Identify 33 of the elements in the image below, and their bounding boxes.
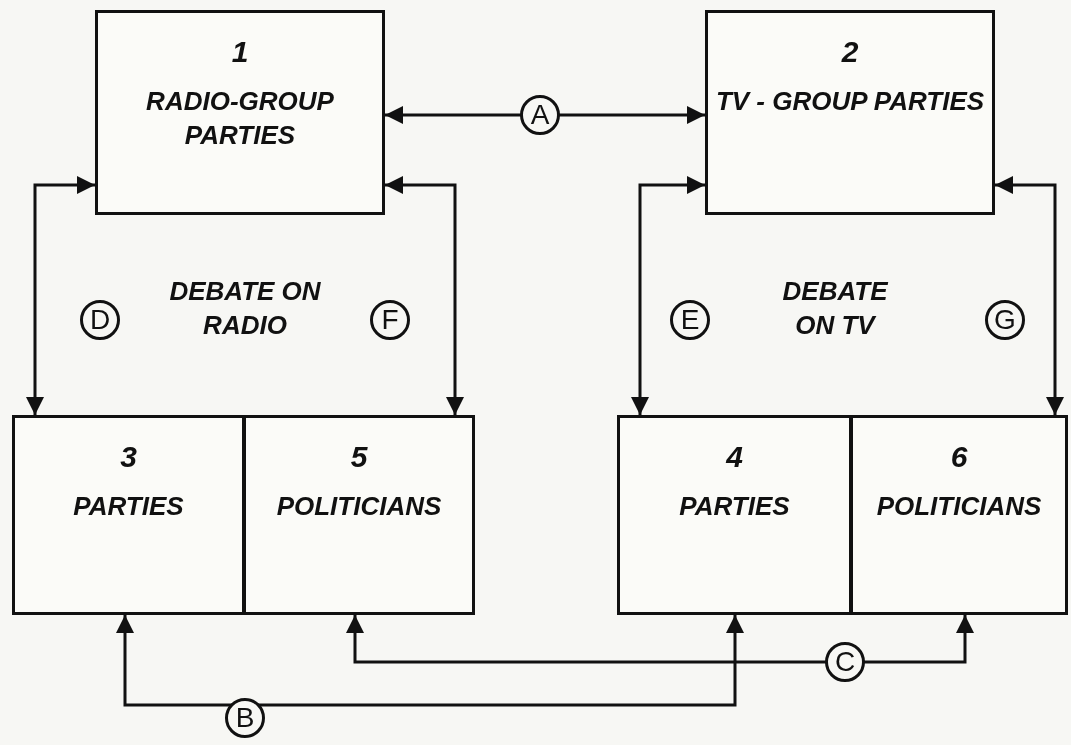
process-box [617, 415, 852, 615]
edge-label: E [670, 300, 710, 340]
edge-label: F [370, 300, 410, 340]
double-arrow [26, 176, 95, 415]
double-arrow [995, 176, 1064, 415]
box-number: 1 [231, 35, 249, 69]
box-label: PARTIES [678, 490, 791, 523]
box-number: 3 [120, 440, 137, 474]
process-box [95, 10, 385, 215]
box-label: PARTIES [72, 490, 185, 523]
box-number: 4 [726, 440, 743, 474]
box-number: 2 [841, 35, 859, 69]
box-label: TV - GROUP PARTIES [714, 85, 986, 118]
process-box [243, 415, 475, 615]
double-arrow [385, 176, 464, 415]
box-label: POLITICIANS [275, 490, 443, 523]
edge-label: C [825, 642, 865, 682]
box-label: POLITICIANS [875, 490, 1043, 523]
double-arrow [116, 615, 744, 707]
double-arrow [631, 176, 705, 415]
box-number: 6 [950, 440, 968, 474]
box-number: 5 [350, 440, 368, 474]
process-box [705, 10, 995, 215]
edge-label: G [985, 300, 1025, 340]
process-box [12, 415, 245, 615]
note-text: DEBATE ON RADIO [168, 275, 322, 342]
note-text: DEBATE ON TV [781, 275, 889, 342]
double-arrow [346, 615, 974, 664]
edge-label: B [225, 698, 265, 738]
process-box [850, 415, 1068, 615]
edge-label: A [520, 95, 560, 135]
box-label: RADIO-GROUP PARTIES [145, 85, 335, 152]
edge-label: D [80, 300, 120, 340]
